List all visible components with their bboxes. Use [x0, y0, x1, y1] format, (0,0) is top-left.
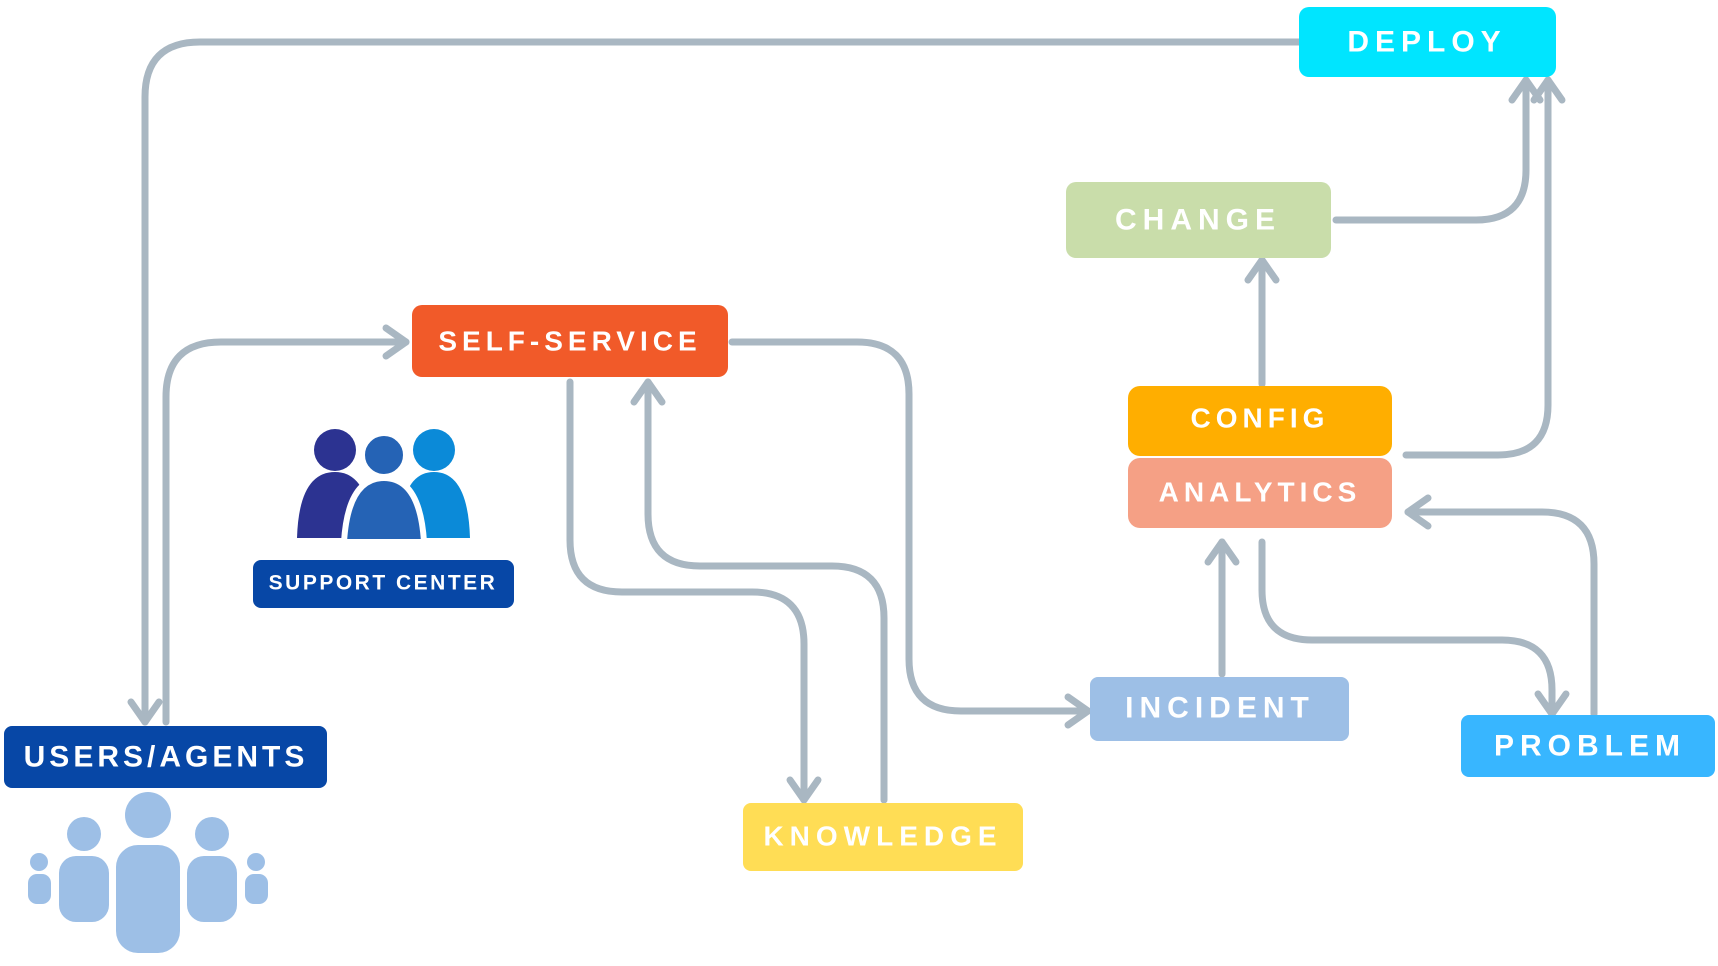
arrowhead-deploy-bottom-right — [1530, 76, 1566, 104]
connector-users-agents-to-self-service — [162, 338, 410, 726]
change-label: CHANGE — [1115, 204, 1281, 237]
knowledge-label: KNOWLEDGE — [763, 821, 1002, 852]
connector-change-to-deploy — [1332, 76, 1530, 224]
node-analytics: ANALYTICS — [1128, 458, 1392, 528]
node-problem: PROBLEM — [1461, 715, 1715, 777]
node-users-agents: USERS/AGENTS — [4, 726, 327, 788]
incident-box — [1090, 677, 1349, 741]
node-knowledge: KNOWLEDGE — [743, 803, 1023, 871]
node-deploy: DEPLOY — [1299, 7, 1556, 77]
connector-self-service-to-incident — [728, 338, 1092, 715]
node-self-service: SELF-SERVICE — [412, 305, 728, 377]
team-icon — [297, 429, 470, 545]
deploy-label: DEPLOY — [1347, 26, 1506, 59]
connector-knowledge-to-self-service — [644, 378, 888, 804]
self-service-label: SELF-SERVICE — [438, 326, 701, 357]
people-group-icon — [28, 792, 268, 953]
users-agents-box — [4, 726, 327, 788]
support-center-label: SUPPORT CENTER — [269, 572, 498, 595]
self-service-box — [412, 305, 728, 377]
knowledge-box — [743, 803, 1023, 871]
config-label: CONFIG — [1191, 403, 1330, 434]
arrowhead-analytics-bottom — [1204, 538, 1240, 566]
connectors — [127, 38, 1598, 804]
support-center-box — [253, 560, 514, 608]
problem-label: PROBLEM — [1494, 730, 1686, 763]
change-box — [1066, 182, 1331, 258]
deploy-box — [1299, 7, 1556, 77]
node-support-center: SUPPORT CENTER — [253, 560, 514, 608]
arrowhead-self-service-left — [382, 324, 410, 360]
arrowhead-analytics-right — [1404, 494, 1432, 530]
arrowhead-users-agents-top — [127, 698, 163, 726]
node-config: CONFIG — [1128, 386, 1392, 456]
arrowhead-knowledge-top — [786, 776, 822, 804]
problem-box — [1461, 715, 1715, 777]
users-agents-label: USERS/AGENTS — [24, 741, 309, 774]
incident-label: INCIDENT — [1125, 692, 1315, 725]
node-incident: INCIDENT — [1090, 677, 1349, 741]
arrowhead-incident-left — [1064, 693, 1092, 729]
connector-self-service-to-knowledge — [566, 378, 808, 804]
config-box — [1128, 386, 1392, 456]
analytics-label: ANALYTICS — [1159, 477, 1362, 508]
analytics-box — [1128, 458, 1392, 528]
connector-analytics-to-problem — [1258, 538, 1556, 718]
connector-config-to-deploy — [1402, 76, 1552, 459]
arrowhead-change-bottom — [1244, 256, 1280, 284]
arrowhead-problem-top — [1534, 690, 1570, 718]
connector-deploy-to-users-agents — [141, 38, 1304, 726]
node-change: CHANGE — [1066, 182, 1331, 258]
arrowhead-self-service-bottom — [630, 378, 666, 406]
connector-problem-to-analytics — [1404, 508, 1598, 718]
